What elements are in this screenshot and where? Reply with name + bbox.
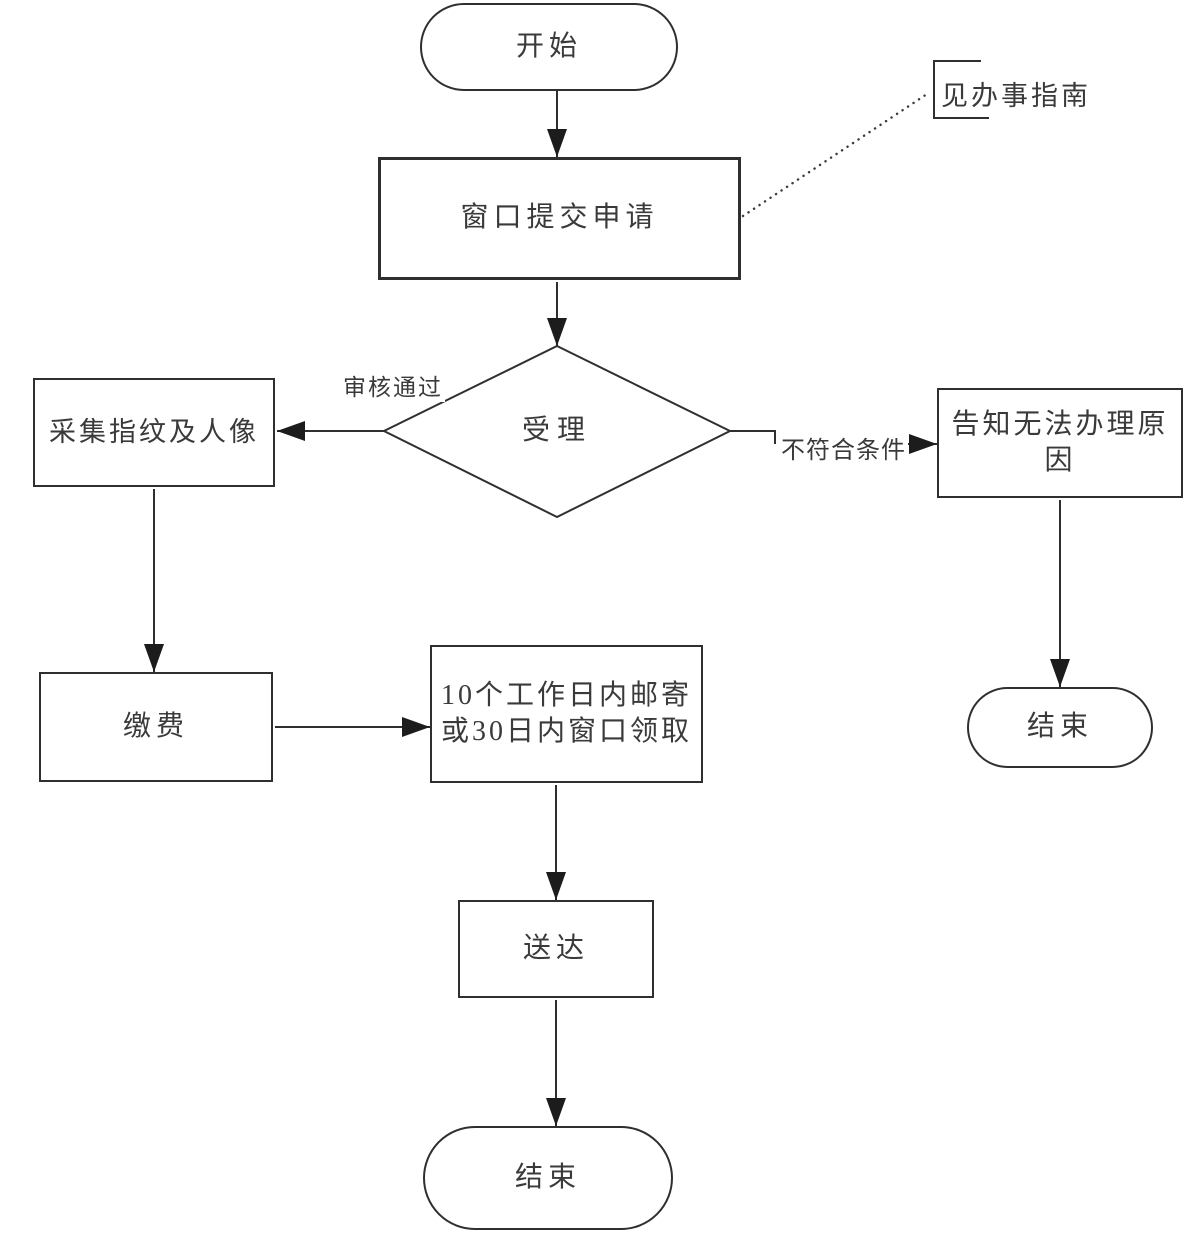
node-submit-application: 窗口提交申请 [378, 157, 741, 280]
annotation-bracket [933, 60, 989, 119]
review-label-text: 受理 [521, 414, 592, 446]
dotted-reference-line [741, 90, 932, 218]
node-collect-label: 采集指纹及人像 [49, 416, 259, 447]
connector-review-reject-elbow [730, 430, 776, 444]
node-inform-reason: 告知无法办理原 因 [937, 388, 1183, 498]
node-mail-or-pickup: 10个工作日内邮寄 或30日内窗口领取 [430, 645, 703, 783]
edge-label-rejected: 不符合条件 [779, 430, 908, 465]
node-end-reject-label: 结束 [1026, 711, 1093, 743]
node-submit-label: 窗口提交申请 [460, 202, 659, 234]
node-pay-label: 缴费 [122, 710, 189, 742]
node-inform-line1: 告知无法办理原 [951, 408, 1169, 440]
annotation-guide-note: 见办事指南 [941, 81, 1091, 111]
node-mail-line2: 或30日内窗口领取 [440, 716, 692, 747]
node-end-main-label: 结束 [514, 1161, 581, 1193]
node-deliver: 送达 [458, 900, 654, 998]
node-mail-line1: 10个工作日内邮寄 [440, 679, 692, 711]
node-inform-line2: 因 [1044, 445, 1076, 476]
node-pay-fee: 缴费 [39, 672, 273, 782]
node-end-reject: 结束 [967, 687, 1153, 768]
node-review-decision-label: 受理 [492, 405, 622, 457]
node-deliver-label: 送达 [522, 932, 589, 964]
node-end-main: 结束 [423, 1126, 673, 1230]
edge-label-approved: 审核通过 [341, 368, 445, 402]
node-start-label: 开始 [515, 30, 582, 62]
node-start: 开始 [420, 3, 678, 91]
node-collect-fingerprints: 采集指纹及人像 [33, 378, 275, 487]
decision-diamond-shape [381, 344, 733, 519]
